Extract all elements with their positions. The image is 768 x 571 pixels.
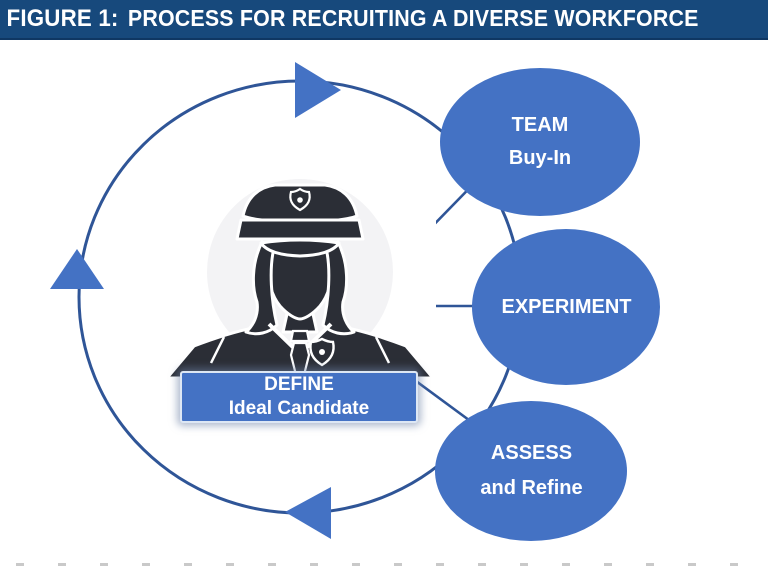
- bottom-dotted-divider: [16, 563, 764, 566]
- arrowhead-icon-left: [50, 249, 104, 289]
- step-ellipse-team-buy-in: [440, 68, 640, 216]
- define-box-line1: DEFINE: [264, 374, 334, 395]
- define-ideal-candidate-box: DEFINE Ideal Candidate: [180, 371, 418, 423]
- step-ellipse-experiment: [472, 229, 660, 385]
- figure-label: FIGURE 1:: [6, 5, 119, 32]
- figure-header-text: FIGURE 1: PROCESS FOR RECRUITING A DIVER…: [0, 5, 699, 33]
- arrowhead-icon-bottom: [285, 487, 331, 539]
- step-ellipse-assess-refine: [435, 401, 627, 541]
- arrowhead-icon-top: [295, 62, 341, 118]
- figure-header: FIGURE 1: PROCESS FOR RECRUITING A DIVER…: [0, 0, 768, 40]
- figure-title: PROCESS FOR RECRUITING A DIVERSE WORKFOR…: [127, 5, 699, 31]
- define-box-line2: Ideal Candidate: [228, 398, 370, 419]
- female-police-officer-icon: [164, 166, 436, 381]
